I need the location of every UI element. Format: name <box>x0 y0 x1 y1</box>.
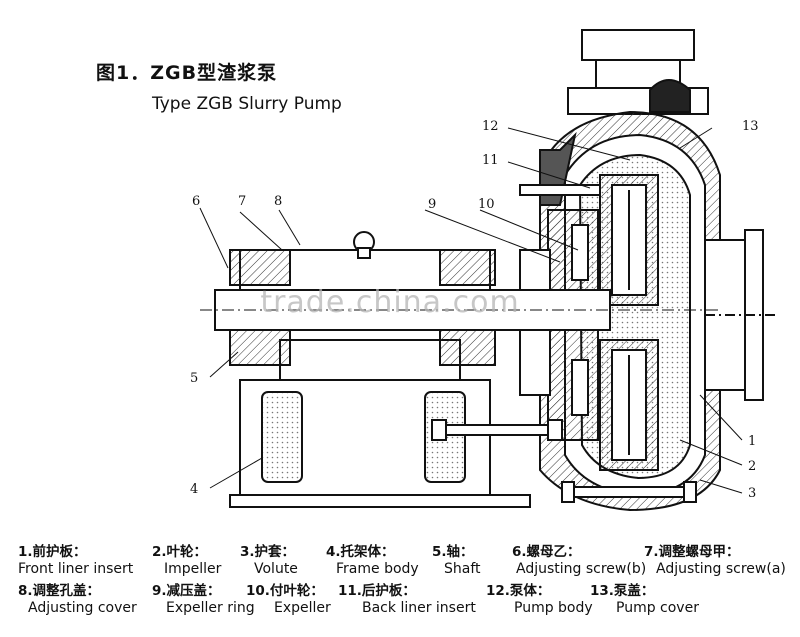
impeller <box>599 174 659 471</box>
legend-cn: 4.托架体： <box>326 544 395 560</box>
legend-en: Expeller ring <box>166 600 255 616</box>
legend-cn: 7.调整螺母甲： <box>644 544 740 560</box>
legend-en: Adjusting screw(a) <box>656 561 786 577</box>
legend-item-10: 10.付叶轮： Expeller <box>246 583 331 617</box>
legend-item-4: 4.托架体： Frame body <box>326 544 419 578</box>
legend-cn: 2.叶轮： <box>152 544 208 560</box>
legend-en: Frame body <box>336 561 419 577</box>
legend-en: Expeller <box>274 600 331 616</box>
legend-cn: 11.后护板： <box>338 583 416 599</box>
legend-item-8: 8.调整孔盖： Adjusting cover <box>18 583 137 617</box>
discharge-outlet <box>567 29 709 115</box>
legend-en: Adjusting cover <box>28 600 137 616</box>
legend-item-5: 5.轴： Shaft <box>432 544 481 578</box>
legend-item-9: 9.减压盖： Expeller ring <box>152 583 255 617</box>
legend-item-3: 3.护套： Volute <box>240 544 298 578</box>
legend-en: Adjusting screw(b) <box>516 561 647 577</box>
callout-7: 7 <box>238 194 246 209</box>
callout-1: 1 <box>748 434 756 449</box>
legend-en: Volute <box>254 561 298 577</box>
legend-item-13: 13.泵盖： Pump cover <box>590 583 699 617</box>
callout-11: 11 <box>482 153 499 168</box>
title-chinese: 图1．ZGB型渣浆泵 <box>96 62 278 84</box>
tie-bolts <box>431 184 697 503</box>
watermark: trade.china.com <box>260 285 520 320</box>
callout-6: 6 <box>192 194 200 209</box>
title-english: Type ZGB Slurry Pump <box>152 94 342 114</box>
callout-4: 4 <box>190 482 198 497</box>
suction-nozzle <box>704 229 775 401</box>
legend-en: Impeller <box>164 561 222 577</box>
legend-item-11: 11.后护板： Back liner insert <box>338 583 476 617</box>
legend-cn: 3.护套： <box>240 544 296 560</box>
legend-item-7: 7.调整螺母甲： Adjusting screw(a) <box>644 544 786 578</box>
legend-en: Front liner insert <box>18 561 134 577</box>
callout-10: 10 <box>478 197 495 212</box>
legend-cn: 1.前护板： <box>18 544 87 560</box>
callout-5: 5 <box>190 371 198 386</box>
legend-en: Back liner insert <box>362 600 476 616</box>
callout-8: 8 <box>274 194 282 209</box>
legend-en: Pump cover <box>616 600 699 616</box>
legend-en: Pump body <box>514 600 593 616</box>
legend-cn: 5.轴： <box>432 544 474 560</box>
callout-9: 9 <box>428 197 436 212</box>
callout-12: 12 <box>482 119 499 134</box>
callout-3: 3 <box>748 486 756 501</box>
legend-en: Shaft <box>444 561 481 577</box>
callout-numbers: 12 13 11 9 10 6 7 8 5 4 1 2 3 <box>190 119 759 501</box>
callout-2: 2 <box>748 459 756 474</box>
legend-item-1: 1.前护板： Front liner insert <box>18 544 133 578</box>
callout-13: 13 <box>742 119 759 134</box>
legend-item-12: 12.泵体： Pump body <box>486 583 593 617</box>
legend-cn: 10.付叶轮： <box>246 583 324 599</box>
legend-cn: 9.减压盖： <box>152 583 221 599</box>
legend-cn: 12.泵体： <box>486 583 551 599</box>
legend-item-2: 2.叶轮： Impeller <box>152 544 221 578</box>
bearing-housings <box>229 249 496 366</box>
legend-item-6: 6.螺母乙： Adjusting screw(b) <box>512 544 646 578</box>
legend-cn: 13.泵盖： <box>590 583 655 599</box>
legend-cn: 6.螺母乙： <box>512 544 581 560</box>
legend-cn: 8.调整孔盖： <box>18 583 101 599</box>
leader-lines <box>199 127 743 494</box>
shaft <box>200 289 720 331</box>
